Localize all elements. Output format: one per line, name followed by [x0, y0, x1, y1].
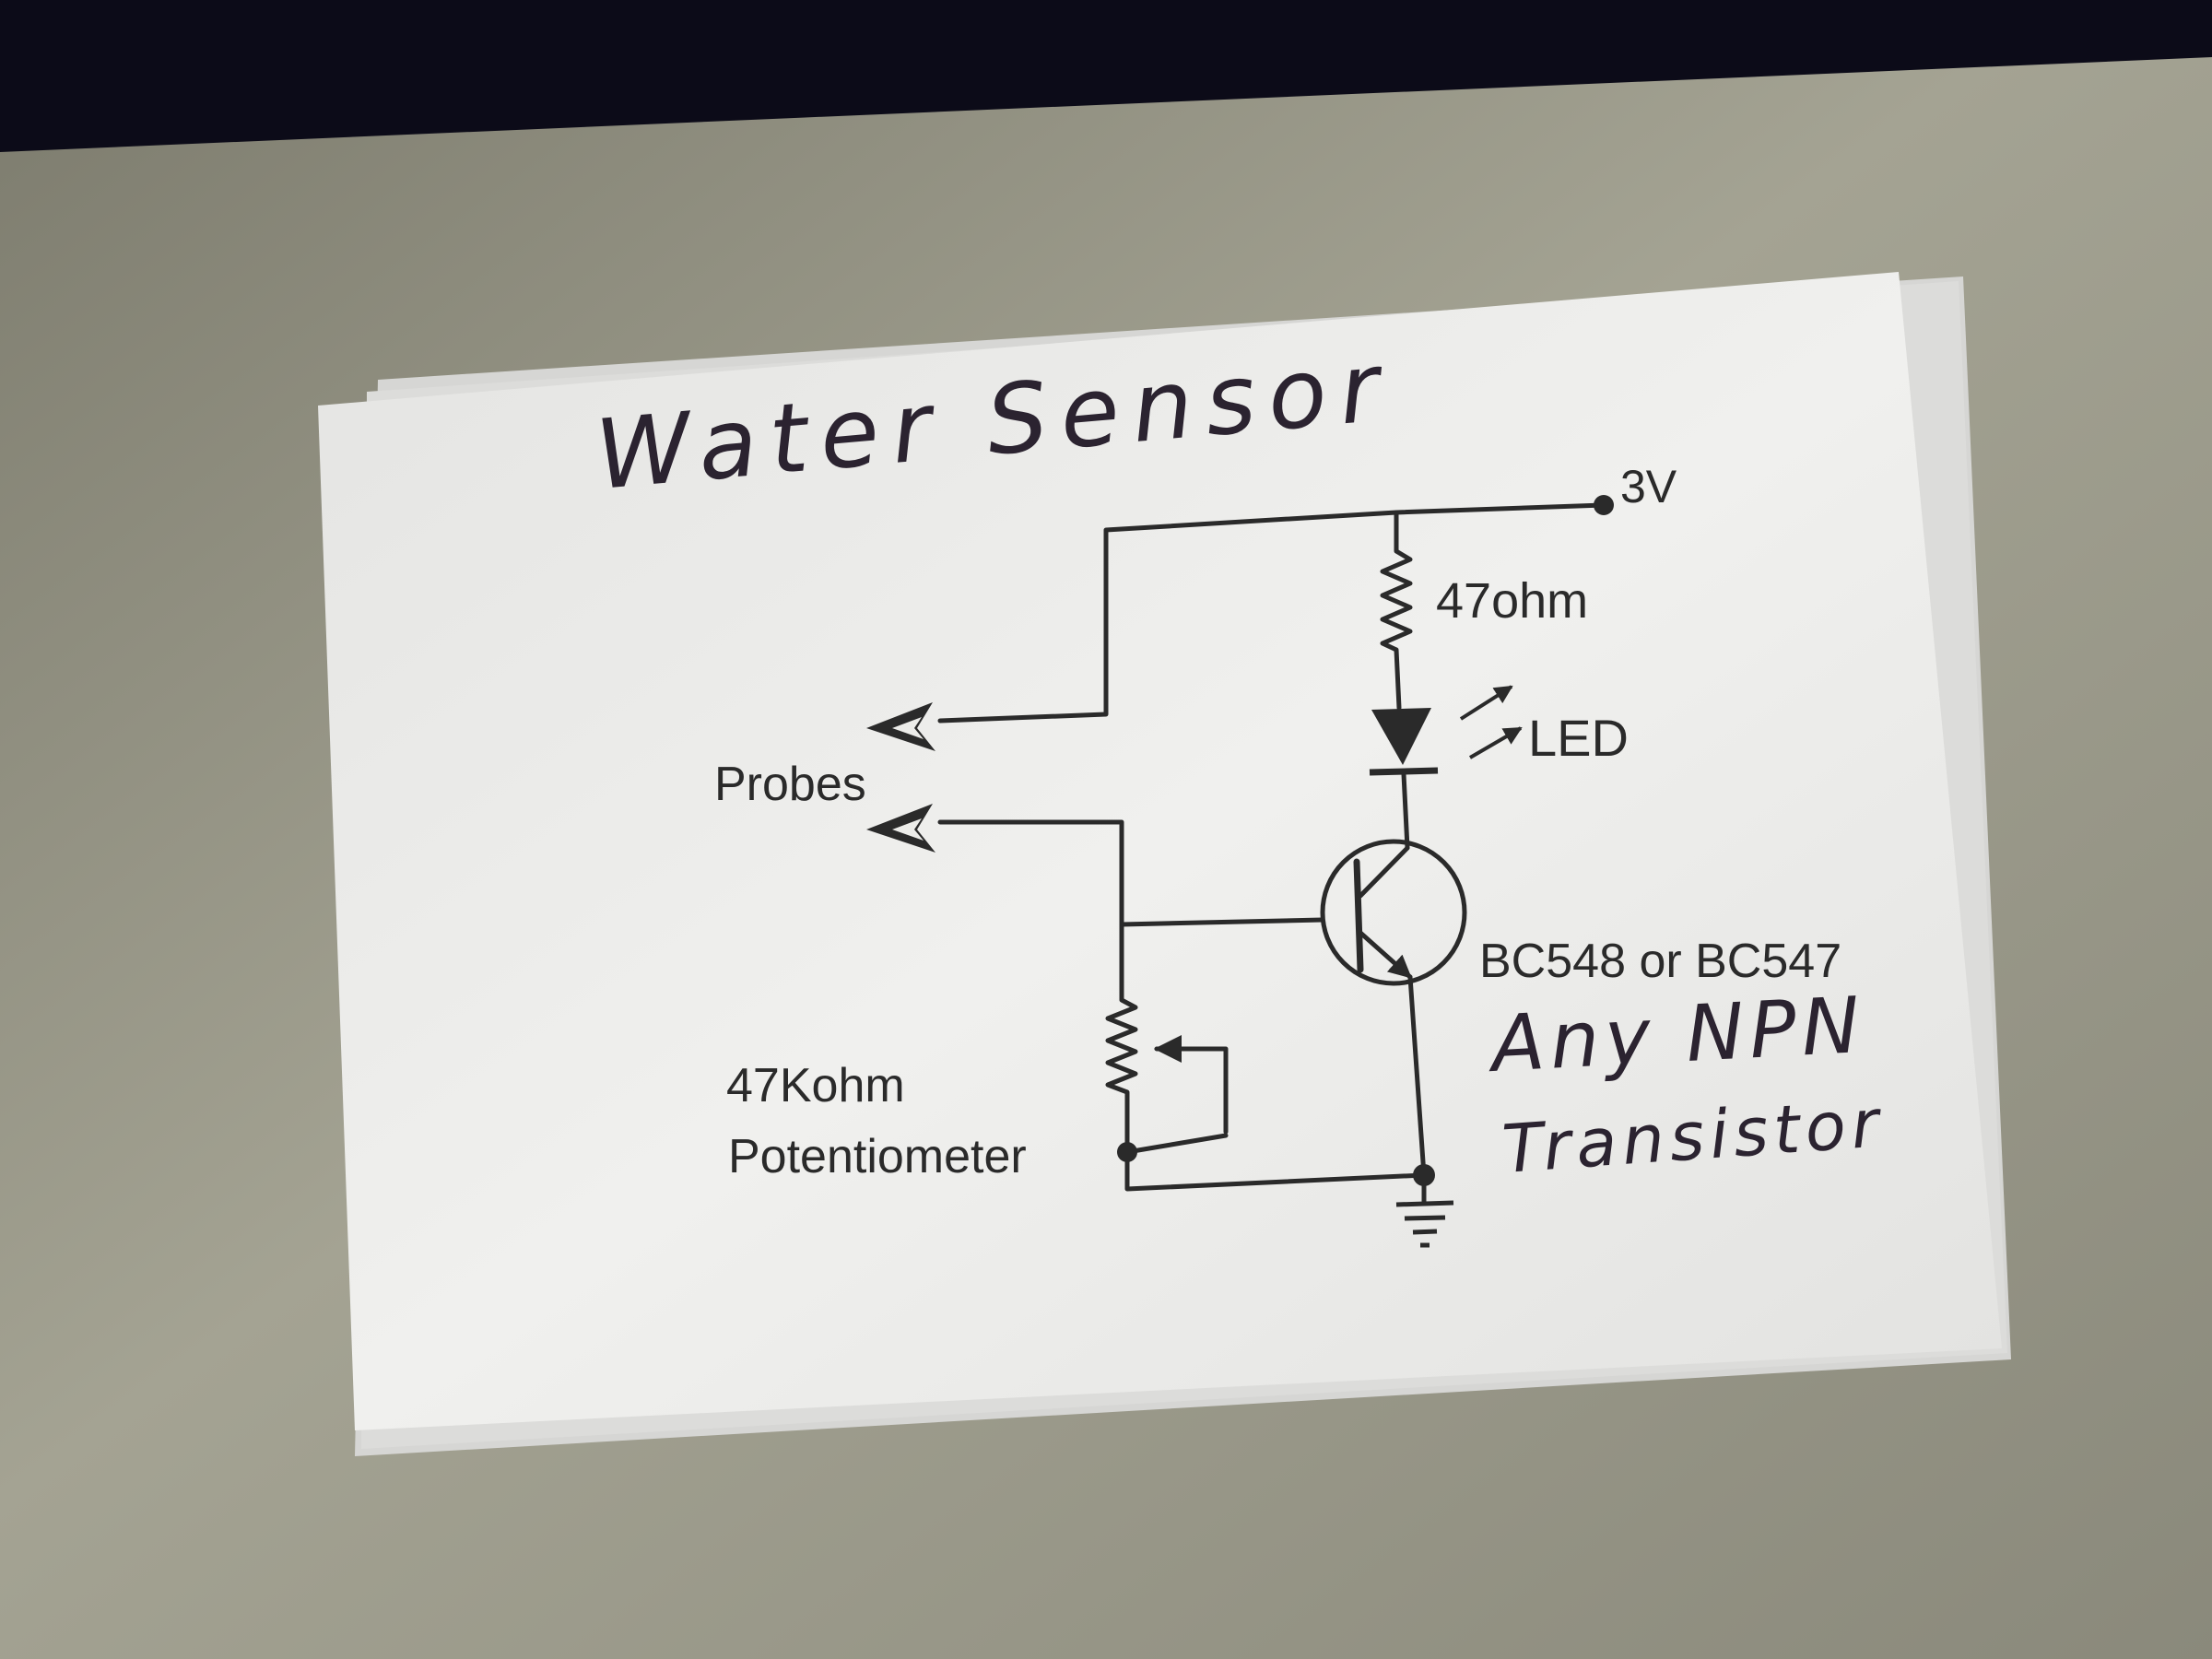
probe-lower [866, 804, 935, 853]
supply-rail [1103, 502, 1606, 620]
lower-probe-wire [937, 819, 1124, 929]
npn-transistor [1320, 839, 1467, 986]
supply-label: 3V [1620, 461, 1677, 512]
pot-label-line1: 47Kohm [726, 1059, 905, 1112]
pot-wiper-return [1124, 1133, 1229, 1155]
transistor-collector [1358, 845, 1410, 899]
supply-terminal-dot [1594, 495, 1614, 515]
led-label: LED [1528, 709, 1629, 767]
circuit-diagram [937, 502, 1606, 1206]
paper-card [318, 272, 2002, 1430]
ground-symbol [1395, 1200, 1454, 1248]
note-line1: Any NPN [1485, 980, 1867, 1089]
upper-probe-wire [937, 615, 1109, 724]
resistor-label: 47ohm [1436, 573, 1588, 629]
emitter-ground-lead [1407, 974, 1427, 1178]
potentiometer-47kohm [1105, 997, 1138, 1095]
probes-label: Probes [714, 758, 866, 811]
led-symbol [1369, 685, 1523, 776]
transistor-label: BC548 or BC547 [1479, 935, 1841, 988]
led-triangle [1371, 708, 1431, 765]
ground-rail [1124, 1149, 1427, 1192]
pot-junction-dot [1117, 1142, 1137, 1162]
transistor-base-bar [1353, 858, 1364, 973]
light-arrow-1 [1459, 685, 1513, 721]
base-wire [1119, 917, 1325, 927]
pot-label-line2: Potentiometer [728, 1130, 1027, 1183]
transistor-circle [1320, 839, 1467, 986]
led-bar [1369, 767, 1439, 776]
light-arrow-2 [1468, 726, 1523, 759]
resistor-47ohm [1380, 548, 1413, 653]
transistor-emitter [1358, 930, 1413, 980]
ground-junction-dot [1413, 1164, 1435, 1186]
led-collector-lead [1401, 771, 1410, 851]
resistor-led-lead [1394, 647, 1402, 711]
probe-upper [866, 702, 935, 751]
pot-wiper-loop [1154, 1035, 1229, 1135]
